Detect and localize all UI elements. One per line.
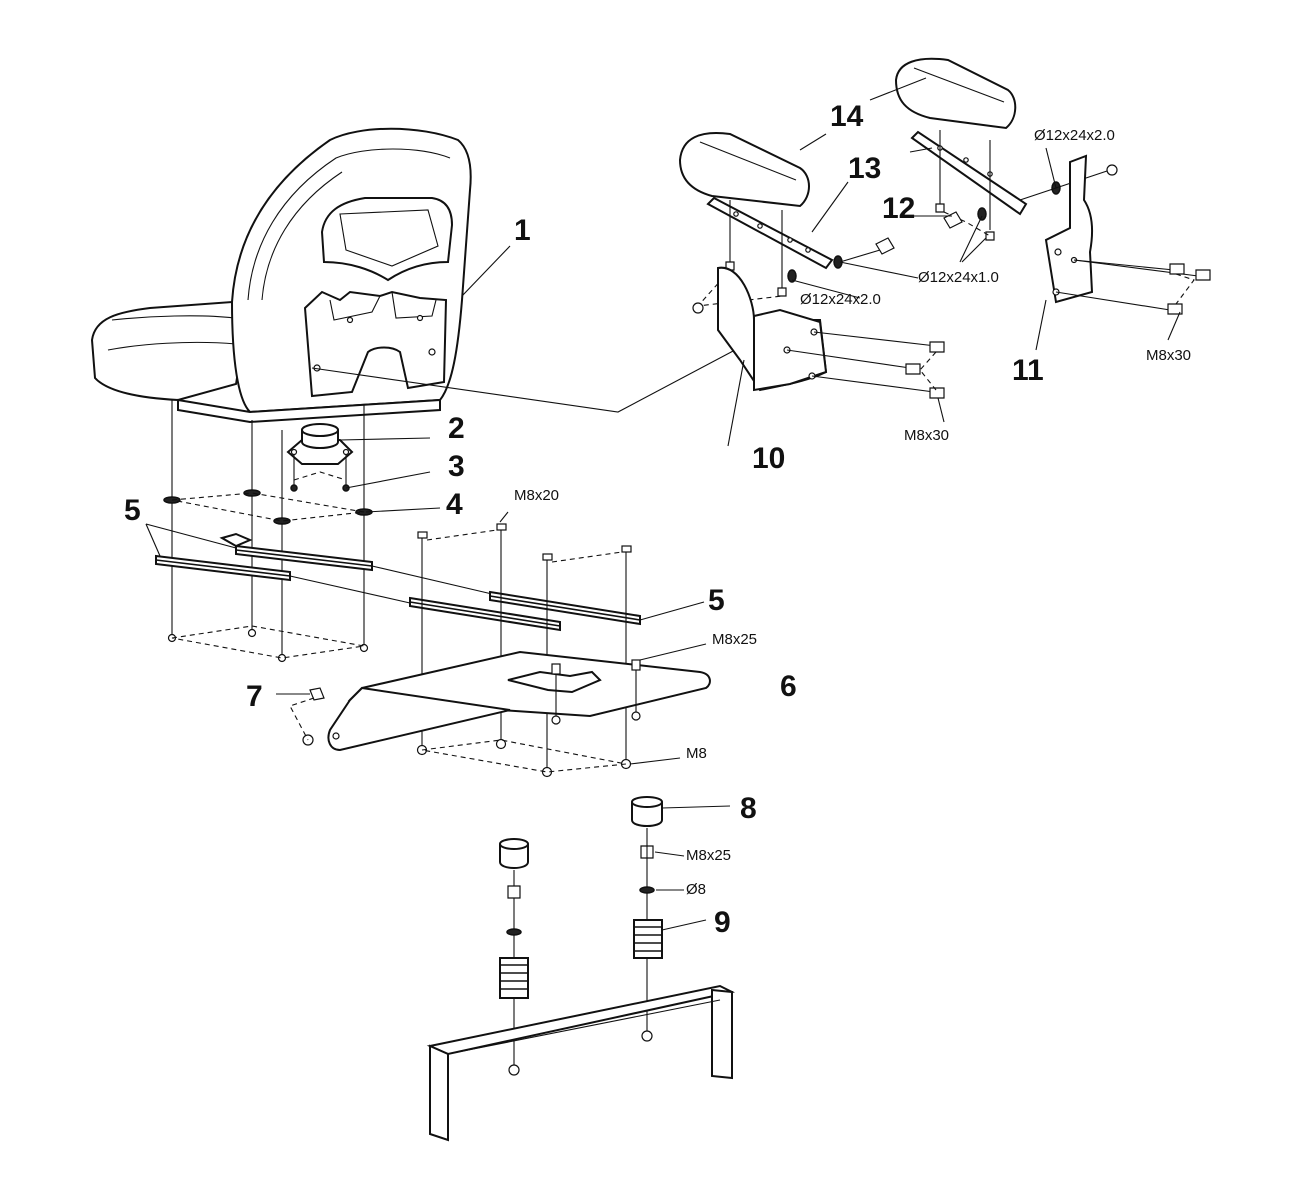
callout-4: 4 — [446, 488, 463, 521]
armrest-bracket-right — [1044, 154, 1094, 304]
seat-switch — [286, 423, 354, 465]
callout-1: 1 — [514, 214, 531, 247]
callout-12: 12 — [882, 192, 915, 225]
spec-m8-nut: M8 — [686, 745, 707, 762]
callout-13: 13 — [848, 152, 881, 185]
spec-m8x30-left: M8x30 — [904, 427, 949, 444]
callout-5-right: 5 — [708, 584, 725, 617]
callout-7: 7 — [246, 680, 263, 713]
spec-washer-12x24x2-right: Ø12x24x2.0 — [1034, 127, 1115, 144]
callout-14: 14 — [830, 100, 864, 133]
seat-base-plate — [327, 650, 711, 752]
callout-3: 3 — [448, 450, 465, 483]
spec-m8x25-plate: M8x25 — [712, 631, 757, 648]
leader-seat-to-bracket — [311, 349, 736, 413]
callout-11: 11 — [1012, 354, 1044, 387]
suspension-right — [631, 796, 663, 1042]
callout-8: 8 — [740, 792, 757, 825]
callout-10: 10 — [752, 442, 785, 475]
spec-washer-12x24x1: Ø12x24x1.0 — [918, 269, 999, 286]
seat-rails-right — [409, 590, 641, 632]
armrest-bracket-left — [717, 266, 828, 392]
callout-2: 2 — [448, 412, 465, 445]
spec-m8x20: M8x20 — [514, 487, 559, 504]
spec-washer-12x24x2-left: Ø12x24x2.0 — [800, 291, 881, 308]
spec-d8-washer: Ø8 — [686, 881, 706, 898]
seat-assembly — [90, 127, 472, 424]
callout-5-left: 5 — [124, 494, 141, 527]
armrest-left — [678, 132, 834, 270]
callout-9: 9 — [714, 906, 731, 939]
seat-rails-left — [155, 532, 373, 582]
callout-6: 6 — [780, 670, 797, 703]
spec-m8x30-right: M8x30 — [1146, 347, 1191, 364]
seat-frame — [426, 984, 735, 1142]
spec-m8x25-spring: M8x25 — [686, 847, 731, 864]
suspension-left — [499, 838, 529, 1076]
